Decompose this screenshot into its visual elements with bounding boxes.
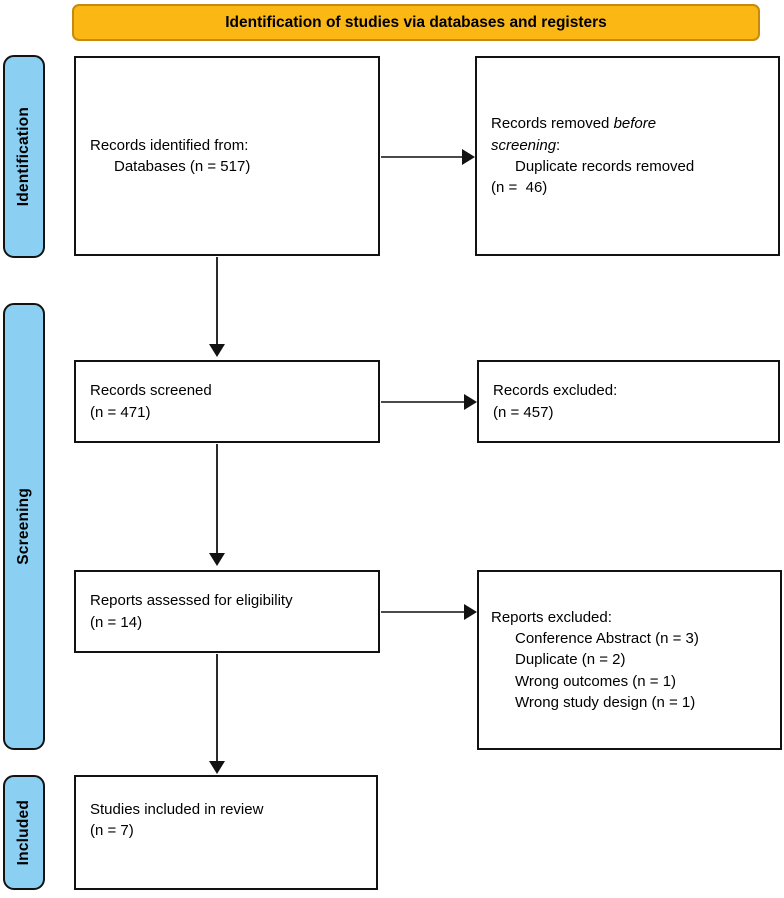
records-removed-line3: Duplicate records removed [515, 158, 695, 175]
box-records-excluded: Records excluded: (n = 457) [477, 360, 780, 443]
box-records-removed: Records removed before screening: Duplicat… [475, 56, 780, 256]
records-identified-line1: Records identified from: [90, 136, 249, 154]
reports-excluded-line1: Reports excluded: [491, 608, 612, 626]
box-records-screened-text: Records screened (n = 471) [76, 380, 378, 423]
records-excluded-line1: Records excluded: [493, 382, 618, 400]
box-studies-included: Studies included in review (n = 7) [74, 775, 378, 890]
box-records-removed-text: Records removed before screening: Duplicat… [477, 113, 778, 198]
arrowhead-screened-to-assessed [209, 553, 225, 566]
records-removed-colon: : [556, 136, 561, 154]
box-studies-included-text: Studies included in review (n = 7) [76, 799, 376, 842]
section-banner-title: Identification of studies via databases … [225, 13, 607, 31]
phase-bar-included-label: Included [15, 799, 32, 866]
arrowhead-screened-to-excluded [464, 394, 477, 410]
studies-included-line2: (n = 7) [90, 822, 134, 840]
reports-excluded-item3: Wrong outcomes (n = 1) [515, 672, 677, 690]
reports-excluded-item1: Conference Abstract (n = 3) [515, 630, 699, 648]
records-removed-before-em: before [613, 115, 657, 133]
reports-assessed-line1: Reports assessed for eligibility [90, 592, 293, 610]
records-screened-line1: Records screened [90, 382, 212, 400]
records-identified-line2: Databases (n = 517) [114, 158, 251, 175]
connector-assessed-to-reports-excluded [381, 611, 467, 613]
box-records-identified-text: Records identified from: Databases (n = 5… [76, 135, 378, 178]
arrowhead-assessed-to-included [209, 761, 225, 774]
reports-excluded-item4: Wrong study design (n = 1) [515, 693, 696, 711]
phase-bar-included: Included [3, 775, 45, 890]
connector-screened-to-excluded [381, 401, 467, 403]
records-removed-line4: (n = 46) [491, 179, 548, 197]
arrowhead-identified-to-removed [462, 149, 475, 165]
box-records-excluded-text: Records excluded: (n = 457) [479, 380, 778, 423]
reports-assessed-line2: (n = 14) [90, 613, 143, 631]
reports-excluded-item2: Duplicate (n = 2) [515, 651, 626, 669]
arrowhead-assessed-to-reports-excluded [464, 604, 477, 620]
phase-bar-identification: Identification [3, 55, 45, 258]
phase-bar-screening: Screening [3, 303, 45, 750]
records-removed-line1-prefix: Records removed [491, 115, 614, 133]
box-reports-assessed-text: Reports assessed for eligibility (n = 14) [76, 590, 378, 633]
section-banner-identification: Identification of studies via databases … [72, 4, 760, 41]
arrowhead-identified-to-screened [209, 344, 225, 357]
box-reports-excluded-text: Reports excluded: Conference Abstract (n … [479, 607, 780, 713]
box-reports-assessed: Reports assessed for eligibility (n = 14) [74, 570, 380, 653]
connector-identified-to-screened [216, 257, 218, 345]
records-removed-screening-em: screening [491, 136, 557, 154]
box-records-screened: Records screened (n = 471) [74, 360, 380, 443]
records-excluded-line2: (n = 457) [493, 403, 554, 421]
records-screened-line2: (n = 471) [90, 403, 151, 421]
box-records-identified: Records identified from: Databases (n = 5… [74, 56, 380, 256]
studies-included-line1: Studies included in review [90, 801, 264, 818]
phase-bar-screening-label: Screening [15, 488, 32, 565]
phase-bar-identification-label: Identification [15, 106, 32, 207]
connector-assessed-to-included [216, 654, 218, 762]
connector-identified-to-removed [381, 156, 465, 158]
connector-screened-to-assessed [216, 444, 218, 554]
box-reports-excluded: Reports excluded: Conference Abstract (n … [477, 570, 782, 750]
